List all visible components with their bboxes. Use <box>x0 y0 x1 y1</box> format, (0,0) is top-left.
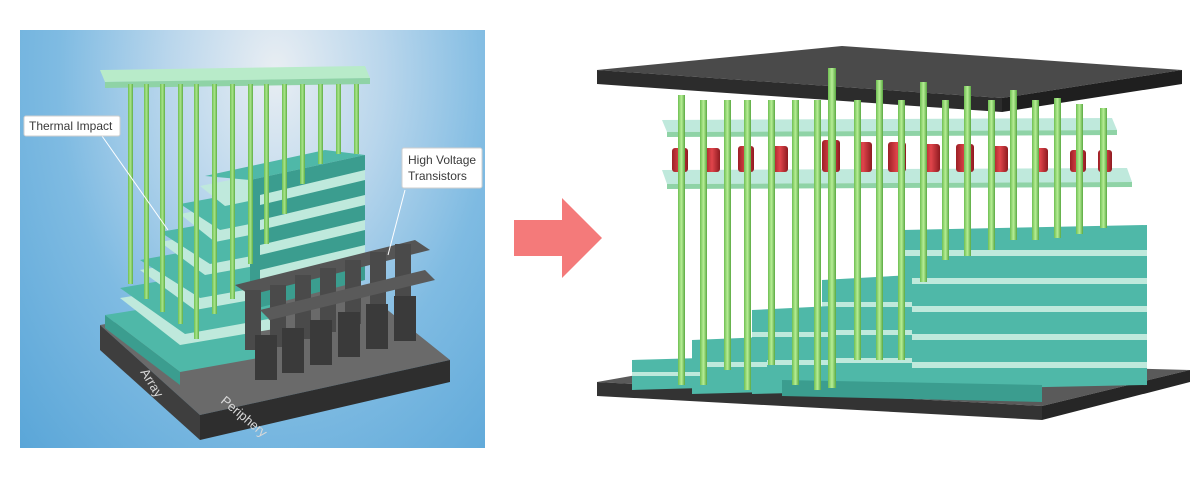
top-plate <box>100 66 370 82</box>
top-slab-top <box>597 46 1182 98</box>
array-staircase-right <box>632 225 1147 402</box>
array-pillars <box>128 84 359 339</box>
periphery-transistors <box>235 240 435 380</box>
red-contacts <box>672 140 1112 172</box>
left-diagram-svg: Thermal Impact High Voltage Transistors … <box>23 66 483 440</box>
right-diagram-svg <box>597 46 1190 420</box>
callout-thermal-impact: Thermal Impact <box>23 115 169 231</box>
base-slab-side <box>200 360 450 440</box>
left-diagram-panel: Thermal Impact High Voltage Transistors … <box>20 30 485 448</box>
thermal-impact-label: Thermal Impact <box>29 119 113 133</box>
callout-high-voltage: High Voltage Transistors <box>387 147 483 256</box>
base-slab-front <box>100 325 200 440</box>
vertical-pillars <box>678 68 1107 390</box>
high-voltage-label-line1: High Voltage <box>408 153 476 167</box>
top-slab-side <box>1002 70 1182 112</box>
transition-arrow-icon <box>514 198 602 278</box>
bottom-slab-side <box>1042 370 1190 420</box>
right-diagram-panel <box>592 40 1192 460</box>
high-voltage-label-line2: Transistors <box>408 169 467 183</box>
